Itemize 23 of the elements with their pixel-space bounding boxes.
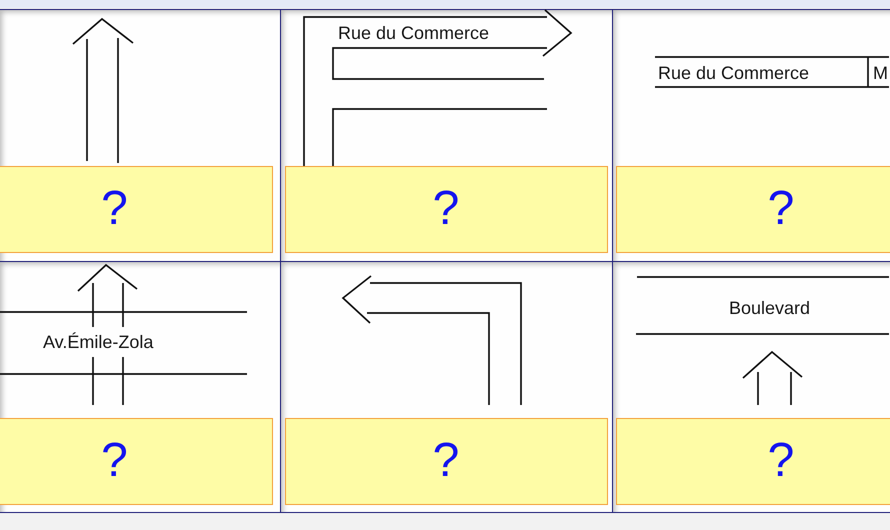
question-mark: ? <box>101 185 128 233</box>
answer-box <box>0 418 273 504</box>
exercise-panel <box>280 261 614 513</box>
exercise-panel <box>612 9 890 263</box>
exercise-panel <box>0 261 281 513</box>
answer-box <box>616 418 890 504</box>
question-mark: ? <box>432 185 460 233</box>
street-name: M <box>873 63 888 83</box>
question-mark: ? <box>768 185 794 233</box>
answer-box <box>284 418 608 504</box>
street-name: Boulevard <box>729 298 810 318</box>
question-mark: ? <box>432 437 460 485</box>
answer-box <box>284 166 608 252</box>
question-mark: ? <box>101 437 128 485</box>
answer-box <box>0 166 273 252</box>
answer-box <box>616 166 890 252</box>
question-mark: ? <box>768 437 794 485</box>
exercise-panel <box>280 9 614 263</box>
street-name: Av.Émile-Zola <box>43 332 154 352</box>
exercise-panel <box>612 261 890 513</box>
street-name: Rue du Commerce <box>338 23 490 43</box>
exercise-panel <box>0 9 281 263</box>
street-name: Rue du Commerce <box>658 63 810 83</box>
